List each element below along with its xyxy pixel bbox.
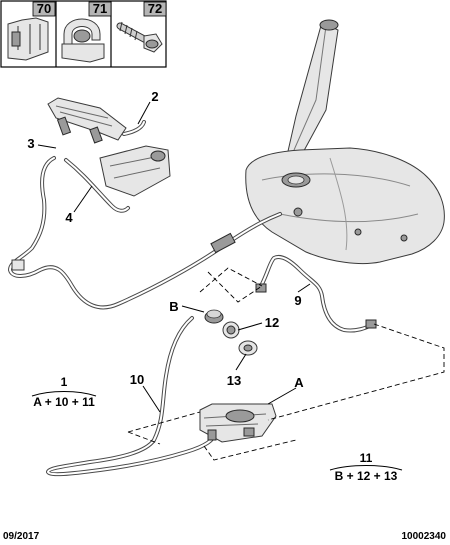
callout-b[interactable]: B	[169, 299, 178, 314]
callout-12[interactable]: 12	[265, 315, 279, 330]
fill-pipe-10[interactable]	[46, 316, 218, 477]
legend-kit-11: 11 B + 12 + 13	[329, 451, 403, 483]
thumbnail-70[interactable]: 70	[7, 1, 56, 61]
callout-9[interactable]: 9	[294, 293, 301, 308]
return-pipe-9[interactable]	[255, 255, 377, 333]
footer-date: 09/2017	[3, 531, 40, 542]
legend-kit-11-number[interactable]: 11	[360, 451, 373, 465]
filler-cap-b[interactable]	[204, 309, 224, 324]
seal-12[interactable]	[222, 321, 240, 339]
thumbnail-71-number: 71	[93, 1, 107, 16]
vent-module[interactable]	[47, 97, 171, 197]
dashed-guides	[127, 267, 445, 461]
thumbnail-70-number: 70	[37, 1, 51, 16]
footer: 09/2017 10002340	[3, 531, 446, 542]
callout-4[interactable]: 4	[65, 210, 73, 225]
pipe-clamp-icon	[61, 18, 105, 63]
thumbnail-72-number: 72	[148, 1, 162, 16]
callout-3[interactable]: 3	[27, 136, 34, 151]
leader-lines	[37, 101, 311, 413]
screw-icon	[116, 21, 163, 53]
callout-a[interactable]: A	[294, 375, 304, 390]
callout-labels: 2 3 4 9 10 B 12 13 A	[27, 89, 304, 390]
clip-13[interactable]	[238, 340, 258, 356]
callout-10[interactable]: 10	[130, 372, 144, 387]
callout-2[interactable]: 2	[151, 89, 158, 104]
legend-kit-1: 1 A + 10 + 11	[31, 375, 97, 409]
clip-icon	[7, 17, 49, 61]
fuel-tank[interactable]	[245, 19, 445, 265]
footer-reference: 10002340	[402, 531, 447, 542]
legend-kit-1-number[interactable]: 1	[61, 375, 68, 389]
fuel-line-routing[interactable]	[8, 156, 282, 310]
carbon-canister-a[interactable]	[199, 403, 277, 443]
thumbnail-72[interactable]: 72	[116, 1, 167, 53]
legend-kit-11-formula: B + 12 + 13	[335, 469, 398, 483]
callout-13[interactable]: 13	[227, 373, 241, 388]
legend-kit-1-formula: A + 10 + 11	[33, 395, 95, 409]
thumbnail-strip: 70 71 72	[0, 0, 167, 68]
thumbnail-71[interactable]: 71	[61, 1, 112, 63]
